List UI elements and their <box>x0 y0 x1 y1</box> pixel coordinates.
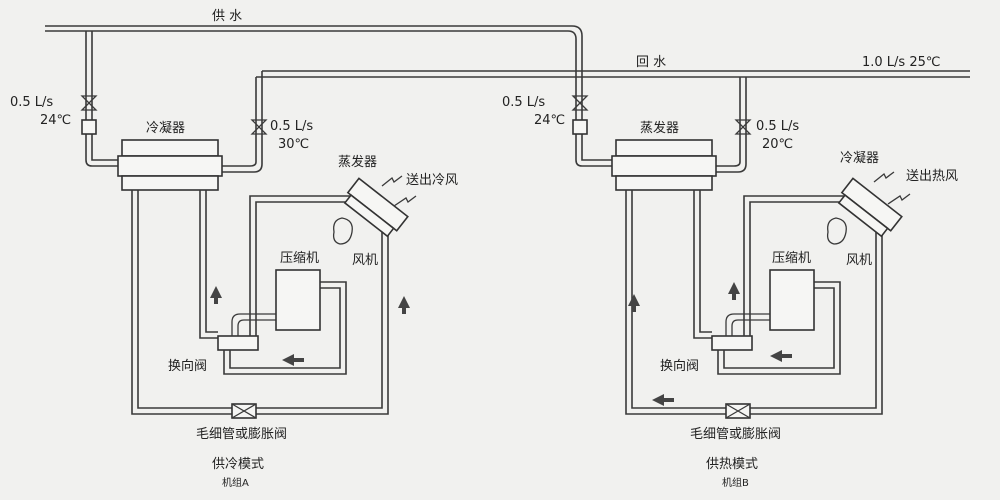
return-water-label: 回 水 <box>636 55 666 70</box>
valve-b-right <box>734 119 752 135</box>
unit-a-right-temp: 30℃ <box>278 137 309 152</box>
fan-icon <box>332 217 353 245</box>
unit-b-evaporator-bottom <box>615 175 713 191</box>
unit-a-air-label: 送出冷风 <box>406 173 458 188</box>
unit-b-reversing-valve <box>711 335 753 351</box>
unit-b-name: 机组B <box>722 476 749 489</box>
supply-water-label: 供 水 <box>212 9 242 24</box>
unit-b-left-rate: 0.5 L/s <box>502 95 545 110</box>
unit-a-condenser-top <box>121 139 219 157</box>
unit-a-evaporator-coil <box>343 177 409 238</box>
unit-b-right-rate: 0.5 L/s <box>756 119 799 134</box>
arrow-left-stem <box>664 398 674 402</box>
unit-b-fan-label: 风机 <box>846 253 872 268</box>
unit-b-coil-label: 冷凝器 <box>840 150 879 166</box>
arrow-left-stem <box>294 358 304 362</box>
unit-a-condenser-bottom <box>121 175 219 191</box>
return-pipe <box>255 70 970 152</box>
arrow-left-icon <box>282 354 294 366</box>
unit-b: 0.5 L/s 24℃ 0.5 L/s 20℃ 蒸发器 毛细管或膨胀阀 换向阀 <box>502 77 958 489</box>
unit-b-compressor <box>769 269 815 331</box>
supply-pipe <box>45 25 583 152</box>
unit-b-condenser-coil <box>837 177 903 238</box>
unit-a-compressor <box>275 269 321 331</box>
unit-b-mode-label: 供热模式 <box>706 457 758 472</box>
unit-a-valve-label: 换向阀 <box>168 358 207 374</box>
unit-b-air-label: 送出热风 <box>906 169 958 184</box>
arrow-up-stem <box>402 308 406 314</box>
unit-a-fan-label: 风机 <box>352 253 378 268</box>
meter-a-left <box>81 119 97 135</box>
unit-b-expansion-label: 毛细管或膨胀阀 <box>690 427 781 442</box>
arrow-up-icon <box>628 294 640 306</box>
unit-b-evaporator <box>611 155 717 177</box>
unit-a: 0.5 L/s 24℃ 0.5 L/s 30℃ 冷凝器 毛细管或膨胀阀 换向阀 <box>10 31 458 489</box>
arrow-up-stem <box>214 298 218 304</box>
unit-b-evaporator-top <box>615 139 713 157</box>
unit-a-mode-label: 供冷模式 <box>212 457 264 472</box>
unit-a-condenser-label: 冷凝器 <box>146 120 185 136</box>
cold-air-arrow-icon <box>381 175 417 207</box>
arrow-up-stem <box>632 306 636 312</box>
valve-b-left <box>571 95 589 111</box>
unit-a-condenser <box>117 155 223 177</box>
unit-b-expansion-valve <box>725 403 751 419</box>
fan-icon <box>826 217 847 245</box>
return-flow-rate: 1.0 L/s 25℃ <box>862 55 940 70</box>
hot-air-arrow-icon <box>873 171 911 205</box>
unit-a-right-rate: 0.5 L/s <box>270 119 313 134</box>
valve-a-right <box>250 119 268 135</box>
unit-a-left-temp: 24℃ <box>40 113 71 128</box>
unit-b-right-temp: 20℃ <box>762 137 793 152</box>
unit-b-valve-label: 换向阀 <box>660 358 699 374</box>
unit-a-name: 机组A <box>222 476 249 489</box>
unit-b-left-temp: 24℃ <box>534 113 565 128</box>
unit-b-compressor-label: 压缩机 <box>772 250 811 266</box>
arrow-left-icon <box>770 350 782 362</box>
arrow-left-stem <box>782 354 792 358</box>
arrow-up-stem <box>732 294 736 300</box>
arrow-left-icon <box>652 394 664 406</box>
valve-a-left <box>80 95 98 111</box>
unit-a-coil-label: 蒸发器 <box>338 154 377 170</box>
unit-a-expansion-label: 毛细管或膨胀阀 <box>196 427 287 442</box>
unit-b-exchanger-label: 蒸发器 <box>640 120 679 136</box>
unit-a-reversing-valve <box>217 335 259 351</box>
arrow-up-icon <box>210 286 222 298</box>
arrow-up-icon <box>398 296 410 308</box>
arrow-up-icon <box>728 282 740 294</box>
meter-b-left <box>572 119 588 135</box>
unit-a-left-rate: 0.5 L/s <box>10 95 53 110</box>
unit-a-compressor-label: 压缩机 <box>280 250 319 266</box>
unit-a-expansion-valve <box>231 403 257 419</box>
